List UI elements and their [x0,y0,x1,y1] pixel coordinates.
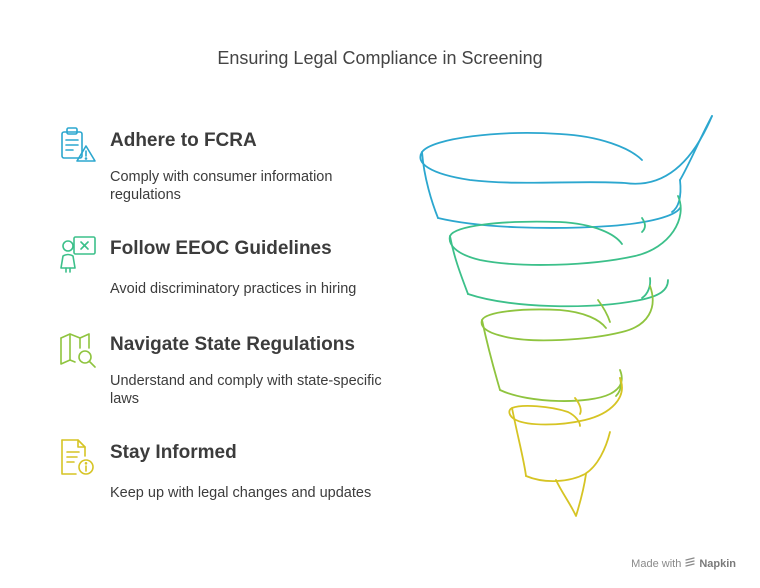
item-description: Keep up with legal changes and updates [110,485,372,501]
funnel-illustration [410,108,720,523]
funnel-band-1 [419,115,713,229]
credit-prefix: Made with [631,557,682,570]
credit-brand: Napkin [699,557,736,570]
document-info-icon [58,438,98,478]
item-adhere-fcra: Adhere to FCRA Comply with consumer info… [58,126,418,206]
item-heading: Stay Informed [110,442,237,463]
item-stay-informed: Stay Informed Keep up with legal changes… [58,438,418,508]
item-follow-eeoc: Follow EEOC Guidelines Avoid discriminat… [58,234,418,304]
funnel-band-4 [508,377,623,517]
person-x-board-icon [58,234,98,274]
item-description: Avoid discriminatory practices in hiring [110,281,357,297]
item-description: Comply with consumer information regulat… [110,169,333,203]
page-title: Ensuring Legal Compliance in Screening [217,48,543,68]
funnel-band-3 [480,285,654,402]
clipboard-warning-icon [58,126,98,166]
made-with-credit: Made with Napkin [631,557,736,570]
item-heading: Follow EEOC Guidelines [110,238,332,259]
item-heading: Navigate State Regulations [110,334,355,355]
item-description: Understand and comply with state-specifi… [110,373,382,407]
map-search-icon [58,330,98,370]
item-navigate-state: Navigate State Regulations Understand an… [58,330,418,410]
funnel-band-2 [448,195,682,308]
napkin-logo-icon [685,557,695,570]
item-heading: Adhere to FCRA [110,130,257,151]
